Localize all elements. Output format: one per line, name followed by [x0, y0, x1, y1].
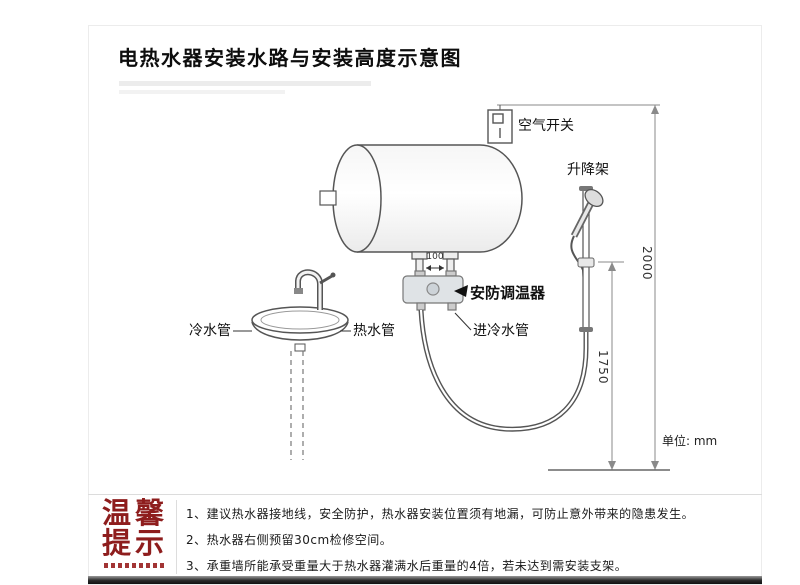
stamp-line-1: 温馨 [101, 496, 168, 530]
dimension-2000: 2000 [640, 246, 654, 281]
tips-vertical-divider [176, 500, 177, 574]
label-hot-pipe: 热水管 [353, 323, 395, 339]
label-lift-bracket: 升降架 [567, 162, 609, 178]
tip-item-2: 2、热水器右侧预留30cm检修空间。 [186, 533, 393, 547]
label-air-switch: 空气开关 [518, 118, 574, 134]
thermostat-pointer-arrow [454, 285, 468, 297]
water-heater-tank [319, 144, 523, 253]
tip-item-3: 3、承重墙所能承受重量大于热水器灌满水后重量的4倍，若未达到需安装支架。 [186, 559, 628, 573]
thermostat-valve [402, 270, 464, 311]
dimension-lines [497, 104, 660, 470]
tip-item-1: 1、建议热水器接地线，安全防护，热水器安装位置须有地漏，可防止意外带来的隐患发生… [186, 507, 695, 521]
page: 电热水器安装水路与安装高度示意图 [88, 25, 762, 585]
installation-diagram: 空气开关 升降架 安防调温器 进冷水管 冷水管 热水管 100 2000 175… [189, 104, 718, 471]
pipe-spacing-dimension [426, 265, 444, 271]
shower-head-icon [570, 188, 604, 238]
faded-subtitle-line-2 [119, 90, 285, 94]
diagram-art [233, 104, 670, 471]
inlet-hose [418, 309, 589, 432]
sink [251, 269, 349, 460]
tips-top-divider [88, 494, 762, 495]
bottom-bar [88, 576, 762, 584]
label-thermostat: 安防调温器 [470, 284, 546, 302]
tank-pipes [411, 251, 459, 276]
label-cold-inlet-pipe: 进冷水管 [473, 323, 529, 339]
faded-subtitle-line-1 [119, 81, 371, 86]
dimension-100: 100 [426, 252, 444, 262]
cold-inlet-leader [454, 312, 472, 331]
dimension-1750: 1750 [596, 350, 610, 385]
label-cold-pipe: 冷水管 [189, 323, 231, 339]
stamp-line-2: 提示 [101, 525, 168, 560]
air-switch-icon [487, 105, 513, 144]
faucet-icon [294, 269, 336, 310]
shower-lift-bracket [570, 186, 604, 332]
unit-note: 单位: mm [662, 434, 718, 448]
stamp-small-text-strip [104, 562, 166, 568]
page-title: 电热水器安装水路与安装高度示意图 [118, 46, 462, 70]
warm-tips-stamp: 温馨 提示 [97, 496, 173, 568]
